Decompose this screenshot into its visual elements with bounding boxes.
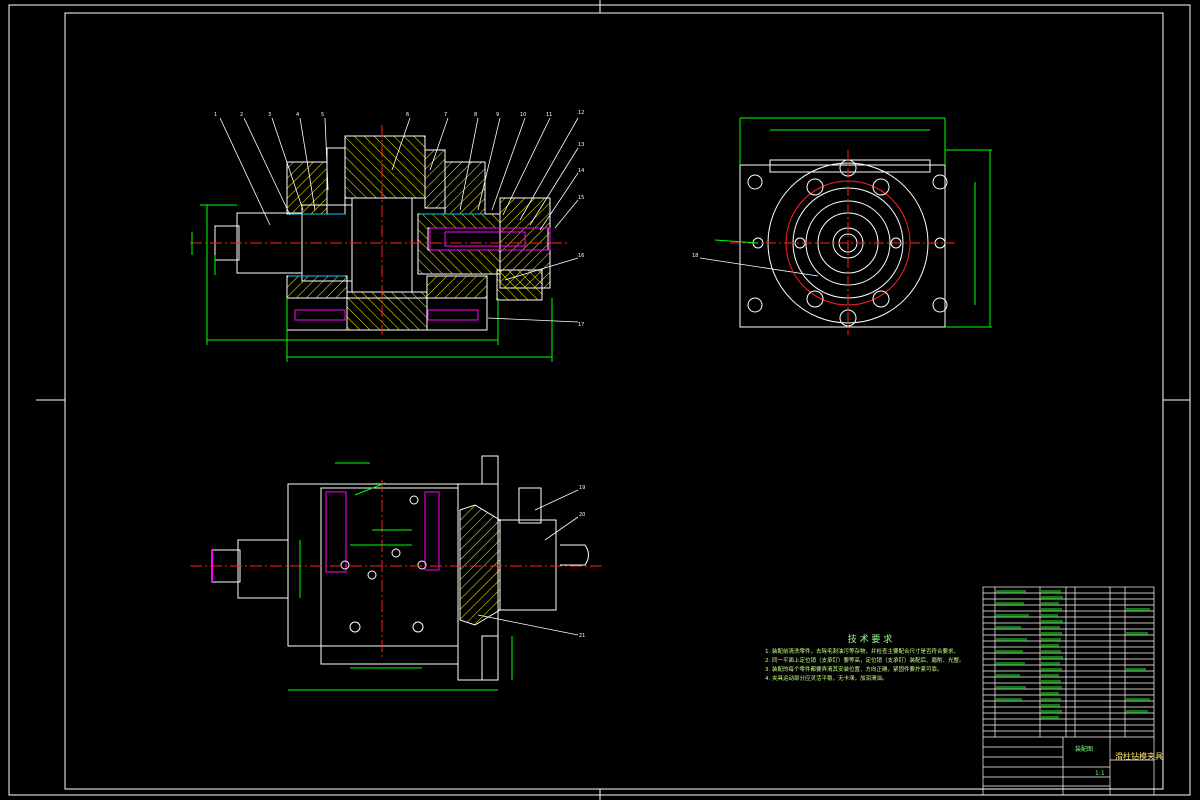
balloon-16: 16	[578, 253, 584, 259]
requirement-line-4: 4. 夹具运动部分应灵活平稳，无卡滞，加润滑油。	[765, 676, 888, 682]
balloon-4: 4	[296, 112, 299, 118]
balloon-19: 19	[579, 485, 585, 491]
parts-list-fills	[996, 590, 1150, 719]
balloon-13: 13	[578, 142, 584, 148]
balloon-18: 18	[692, 253, 698, 259]
balloon-1: 1	[214, 112, 217, 118]
drawing-name-label: 滑柱钻模夹具	[1115, 752, 1163, 761]
requirement-line-1: 1. 装配前清洗零件，去除毛刺油污等杂物，并检查主要配合尺寸是否符合要求。	[765, 649, 959, 655]
balloon-20: 20	[579, 512, 585, 518]
top-view	[190, 455, 605, 691]
balloon-21: 21	[579, 633, 585, 639]
balloon-15: 15	[578, 195, 584, 201]
drawing-scale-label: 1:1	[1095, 770, 1105, 777]
side-view	[714, 117, 992, 335]
drawing-frame	[8, 0, 1191, 800]
balloon-7: 7	[444, 112, 447, 118]
balloon-17: 17	[578, 322, 584, 328]
balloon-3: 3	[268, 112, 271, 118]
title-block	[982, 586, 1155, 796]
front-section-view	[190, 125, 570, 362]
top-balloon-leaders	[477, 489, 579, 636]
balloon-11: 11	[546, 112, 552, 118]
technical-requirements-heading: 技 术 要 求	[847, 635, 893, 645]
balloon-10: 10	[520, 112, 526, 118]
front-balloon-leaders	[219, 117, 819, 323]
balloon-2: 2	[240, 112, 243, 118]
balloon-9: 9	[496, 112, 499, 118]
drawing-material-label: 装配图	[1075, 746, 1094, 753]
title-block-text: 装配图 滑柱钻模夹具 1:1	[983, 587, 1163, 795]
balloon-12: 12	[578, 110, 584, 116]
top-balloon-labels: 19 20 21	[579, 485, 585, 639]
requirement-line-3: 3. 装配的每个零件都要弄清其安装位置、方向正确，紧固件要拧紧可靠。	[765, 667, 943, 673]
balloon-6: 6	[406, 112, 409, 118]
requirement-line-2: 2. 同一平面上定位销（支承钉）要等高，定位销（支承钉）装配后、磨削、光整。	[765, 658, 965, 664]
balloon-5: 5	[321, 112, 324, 118]
technical-requirements: 技 术 要 求 1. 装配前清洗零件，去除毛刺油污等杂物，并检查主要配合尺寸是否…	[765, 632, 975, 684]
balloon-14: 14	[578, 168, 584, 174]
front-balloon-labels: 1 2 3 4 5 6 7 8 9 10 11 12 13 14 15 16 1…	[214, 110, 698, 328]
balloon-8: 8	[474, 112, 477, 118]
